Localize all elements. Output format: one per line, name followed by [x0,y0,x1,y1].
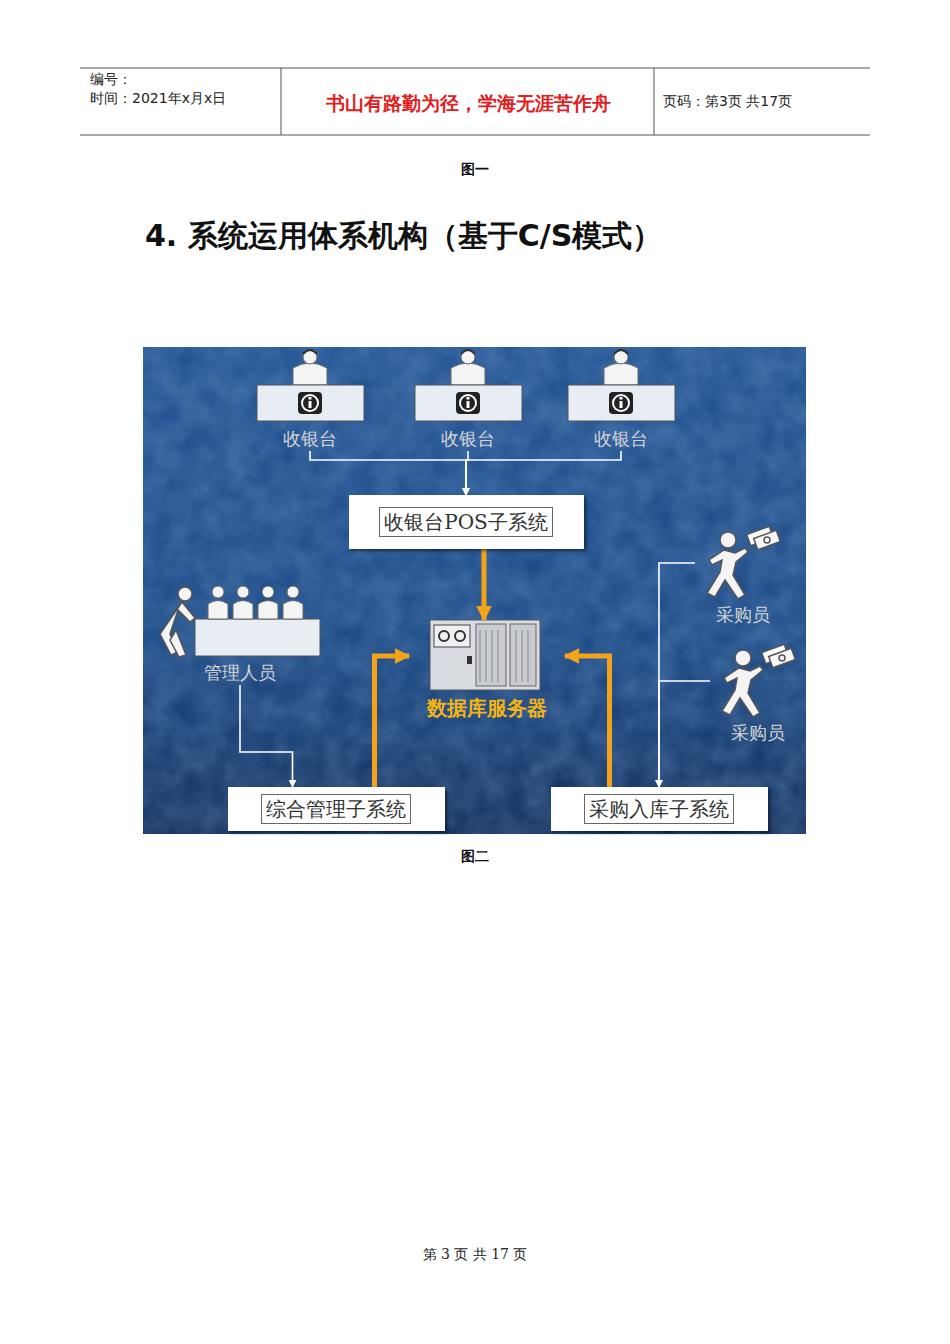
node-text: 采购入库子系统 [584,794,734,824]
header-field: 时间：2021年x月x日 [90,90,226,108]
node-text: 收银台POS子系统 [379,507,553,537]
link-arrow [240,685,293,787]
figure-caption: 图一 [0,161,950,179]
subsystem-box: 采购入库子系统 [551,787,768,831]
data-flow-arrow [482,549,487,620]
manager-group [160,586,320,657]
buyer-figure: 采购员 [710,645,806,745]
node-text: 收银台 [412,427,525,451]
node-text: 收银台 [254,427,367,451]
link-arrow [659,563,695,787]
subsystem-box: 综合管理子系统 [228,787,445,831]
link-arrow [466,451,621,495]
database-server: 数据库服务器 [409,618,565,722]
cashier-desks [257,350,675,421]
header-page: 页码：第3页 共17页 [663,93,792,111]
node-text: 收银台 [565,427,678,451]
buyer-figure: 采购员 [695,527,791,627]
node-text: 综合管理子系统 [261,794,411,824]
node-text: 管理人员 [175,661,306,685]
diagram-background [143,347,806,834]
node-text: 采购员 [695,603,791,627]
background-texture [143,347,806,834]
page-footer: 第 3 页 共 17 页 [0,1246,950,1264]
link-arrow [659,681,710,787]
header-motto: 书山有路勤为径，学海无涯苦作舟 [282,91,654,117]
node-text: 数据库服务器 [409,695,565,722]
data-flow-arrow [375,656,410,787]
cashier-desk: 收银台 [565,385,678,451]
data-flow-arrow [565,656,610,787]
section-heading: 4. 系统运用体系机构（基于C/S模式） [145,216,662,257]
manager-desk: 管理人员 [175,619,306,685]
header-rules [80,68,870,135]
link-arrow [310,451,466,495]
subsystem-box: 收银台POS子系统 [349,495,584,549]
cashier-desk: 收银台 [412,385,525,451]
node-text: 采购员 [710,721,806,745]
figure-caption: 图二 [0,848,950,866]
header-field: 编号： [90,71,132,89]
cashier-desk: 收银台 [254,385,367,451]
database-server-picture [430,620,540,690]
